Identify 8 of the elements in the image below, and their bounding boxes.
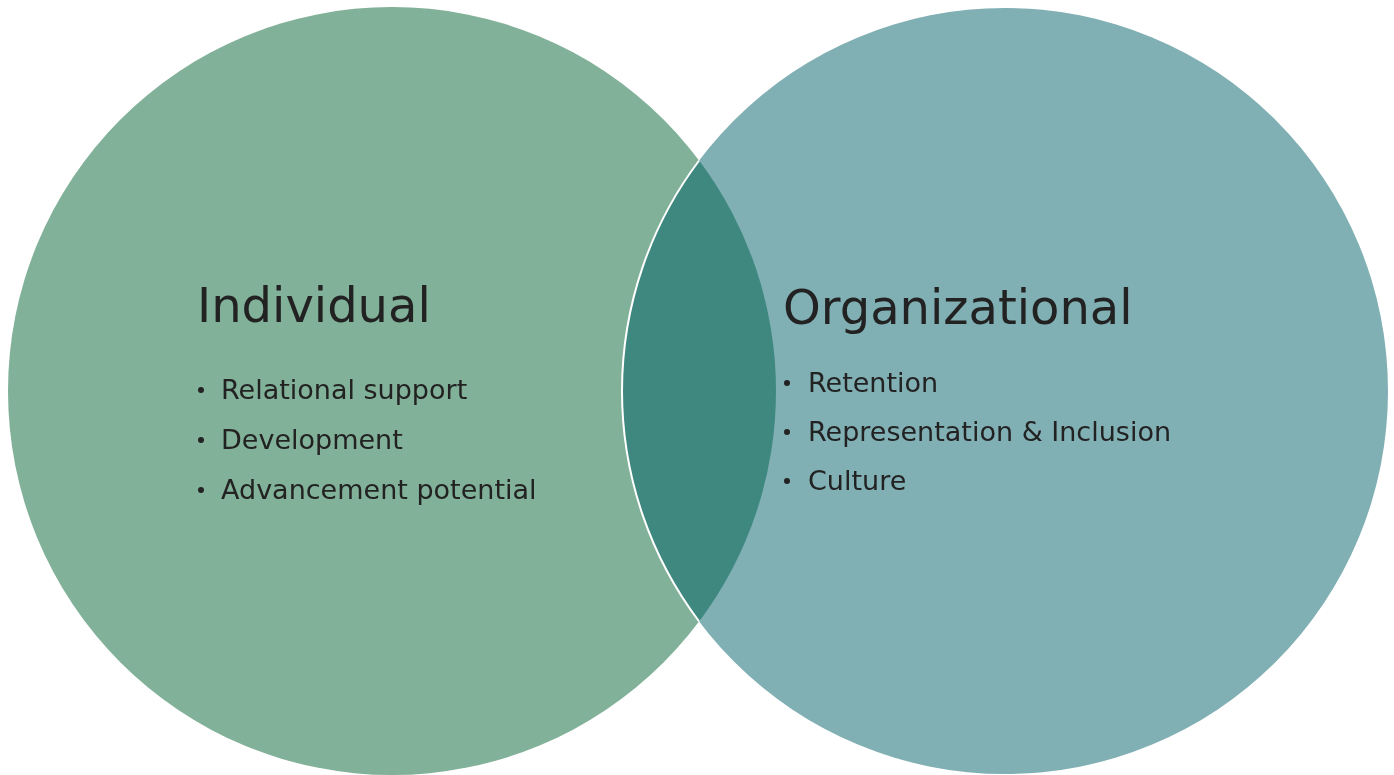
bullet-item: Retention [808,366,939,400]
bullet-item: Culture [808,464,907,498]
circle-heading: Individual [197,277,431,333]
bullet-item: Representation & Inclusion [808,415,1171,449]
bullet-item: Development [221,423,403,457]
bullet-item: Relational support [221,373,468,407]
bullet-item: Advancement potential [221,473,537,507]
circle-heading: Organizational [783,279,1133,335]
